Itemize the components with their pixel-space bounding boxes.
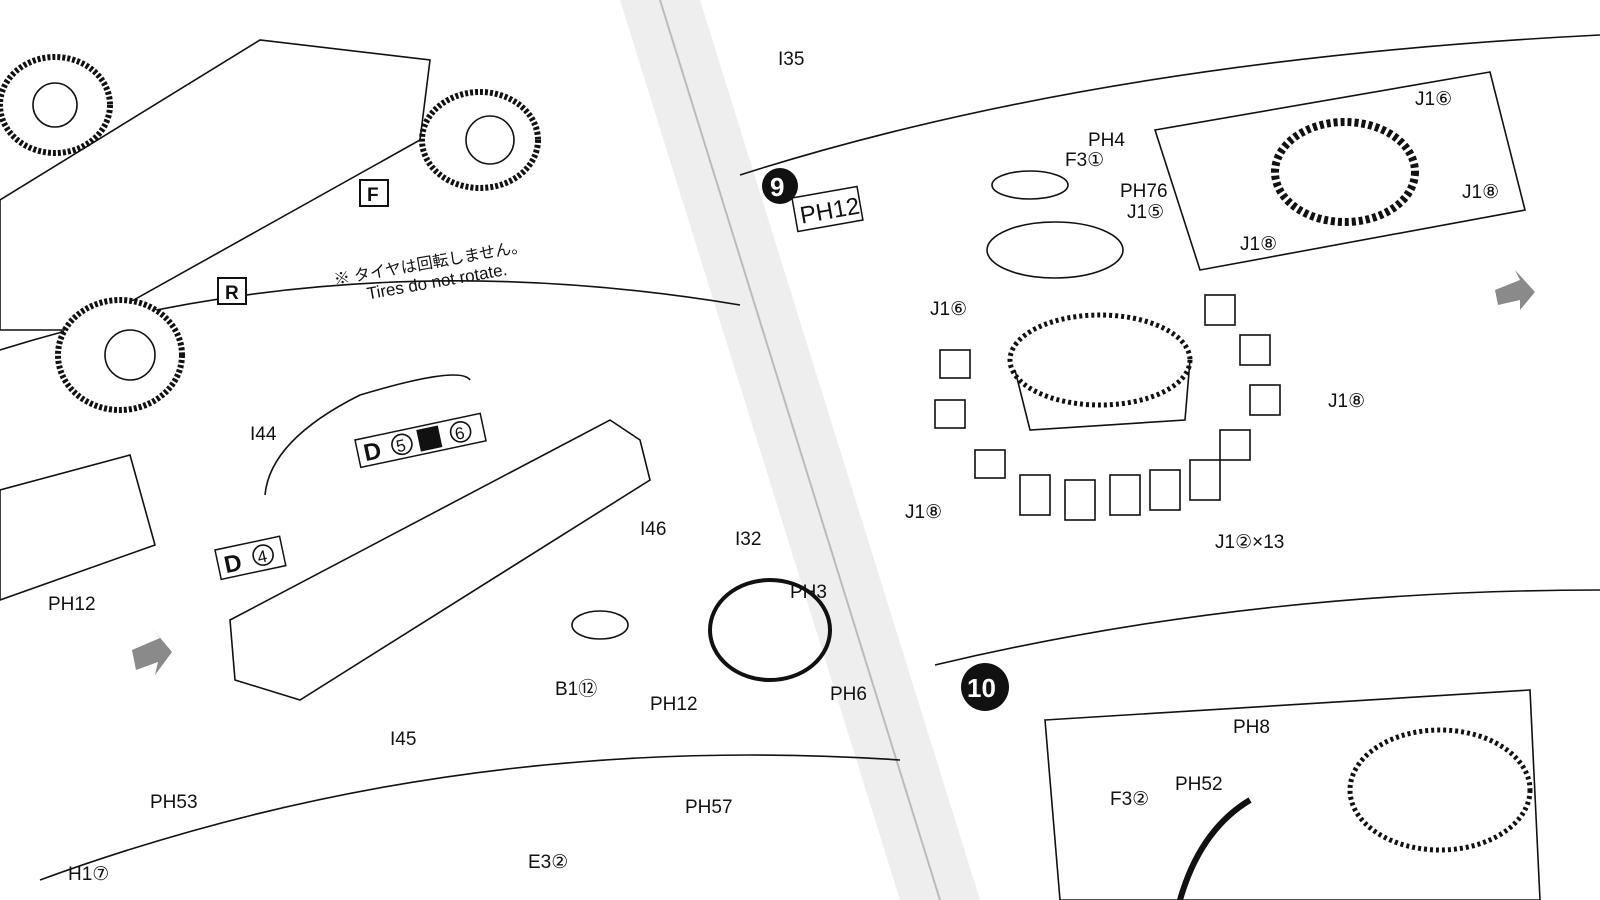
svg-text:I46: I46 (640, 519, 666, 540)
inset-gear (1271, 118, 1419, 226)
step-10-badge: 10 (961, 663, 1009, 711)
svg-text:J1⑥: J1⑥ (930, 299, 967, 320)
tire-rear (55, 297, 185, 413)
svg-text:I44: I44 (250, 424, 277, 445)
svg-text:F: F (367, 185, 379, 206)
top-label: I35 (778, 49, 804, 70)
step-10-frame (1044, 689, 1541, 900)
svg-text:PH3: PH3 (790, 582, 827, 603)
teeth-parts (934, 294, 1281, 521)
svg-text:D: D (222, 549, 245, 579)
svg-text:10: 10 (967, 673, 996, 703)
left-part-labels: I44 I46 I32 I45 B1⑫ PH12 PH3 PH6 PH12 PH… (48, 424, 867, 885)
svg-text:J1⑤: J1⑤ (1127, 202, 1164, 223)
section-divider (934, 589, 1600, 666)
gutter-fold (659, 0, 941, 900)
trim-part (264, 374, 471, 496)
step-9-labels: PH4 F3① PH76 J1⑤ J1⑥ J1⑧ J1⑧ J1②×13 J1⑥ … (905, 89, 1499, 553)
step-10-labels: PH8 F3② PH52 (1110, 717, 1270, 810)
svg-text:PH52: PH52 (1175, 774, 1223, 795)
svg-text:R: R (225, 283, 239, 304)
next-arrow-icon (1495, 270, 1535, 310)
gear-part (1007, 312, 1193, 408)
paint-tag-2: D 4 (214, 535, 287, 581)
step-10-gear (1347, 727, 1533, 853)
svg-text:PH53: PH53 (150, 792, 198, 813)
rear-tag: R (217, 277, 247, 305)
section-divider (39, 754, 901, 881)
steering-wheel (708, 578, 832, 682)
svg-text:5: 5 (394, 436, 407, 457)
svg-text:J1②×13: J1②×13 (1215, 532, 1284, 553)
svg-text:PH8: PH8 (1233, 717, 1270, 738)
svg-text:4: 4 (256, 547, 269, 568)
ring-part (986, 221, 1124, 279)
section-divider (739, 34, 1600, 176)
svg-text:PH6: PH6 (830, 684, 867, 705)
tire-front-left (0, 54, 113, 156)
dashboard-drawing (229, 419, 651, 701)
inset-panel (0, 454, 156, 601)
svg-text:H1⑦: H1⑦ (68, 864, 109, 885)
next-arrow-icon (132, 628, 172, 675)
gear-body (1014, 359, 1191, 431)
svg-text:J1⑧: J1⑧ (1328, 391, 1365, 412)
svg-text:B1⑫: B1⑫ (555, 678, 597, 700)
svg-text:F3②: F3② (1110, 789, 1149, 810)
tire-front-right (419, 89, 541, 191)
svg-text:I45: I45 (390, 729, 416, 750)
svg-text:J1⑧: J1⑧ (905, 502, 942, 523)
cap-part (991, 170, 1069, 200)
step-9-badge: 9 (762, 168, 798, 204)
svg-text:J1⑥: J1⑥ (1415, 89, 1452, 110)
paint-tag-1: D 5 6 (354, 412, 487, 469)
svg-text:E3②: E3② (528, 852, 568, 873)
svg-text:6: 6 (453, 423, 466, 444)
svg-text:PH57: PH57 (685, 797, 733, 818)
svg-text:D: D (361, 437, 384, 467)
svg-text:PH12: PH12 (48, 594, 96, 615)
inset-frame (1153, 71, 1526, 271)
svg-text:F3①: F3① (1065, 150, 1104, 171)
front-tag: F (359, 179, 389, 207)
svg-text:PH12: PH12 (650, 694, 698, 715)
steering-column (571, 610, 629, 640)
svg-text:PH4: PH4 (1088, 130, 1125, 151)
svg-text:J1⑧: J1⑧ (1240, 234, 1277, 255)
svg-text:J1⑧: J1⑧ (1462, 182, 1499, 203)
svg-text:PH76: PH76 (1120, 181, 1168, 202)
hose-part (1177, 797, 1252, 900)
svg-text:I32: I32 (735, 529, 761, 550)
svg-text:9: 9 (770, 172, 784, 202)
step-9-paint: PH12 (791, 185, 864, 233)
